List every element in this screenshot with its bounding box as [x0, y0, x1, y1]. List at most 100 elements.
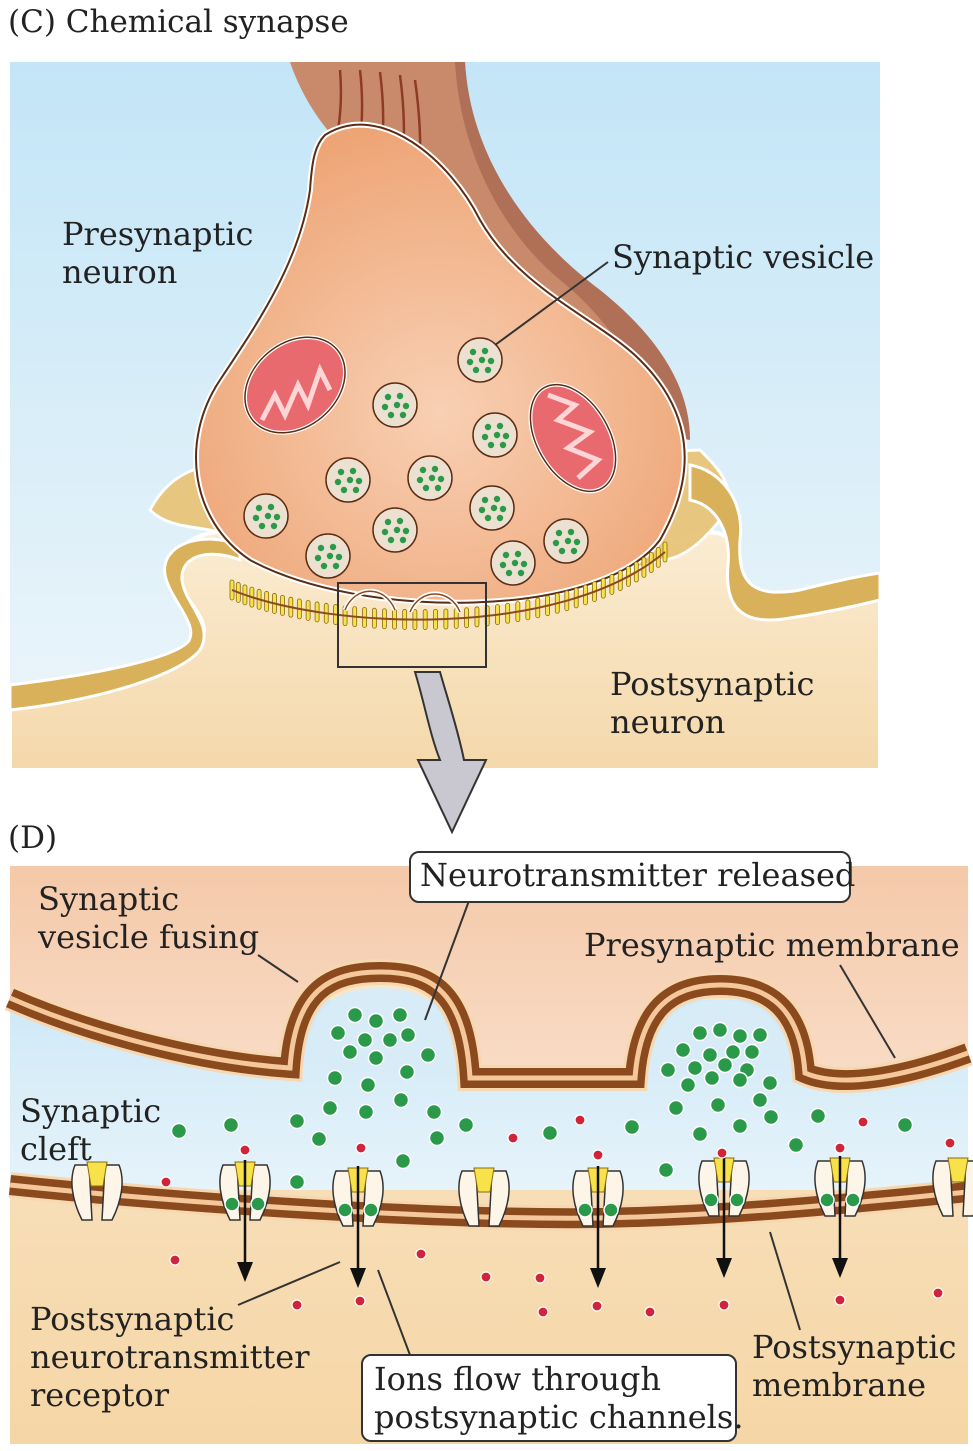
neurotransmitter-molecule: [896, 1116, 914, 1134]
neurotransmitter-molecule: [392, 1091, 410, 1109]
ion: [507, 1132, 519, 1144]
neurotransmitter-dot: [481, 433, 489, 441]
neurotransmitter-molecule: [667, 1099, 685, 1117]
panel-d: Synaptic vesicle fusing Neurotransmitter…: [4, 851, 973, 1444]
neurotransmitter-molecule: [541, 1124, 559, 1142]
neurotransmitter-and-ions: [160, 1006, 956, 1318]
neurotransmitter-molecule: [674, 1041, 692, 1059]
vesicle-fusing-label-line-1: Synaptic: [38, 880, 179, 918]
neurotransmitter-dot: [337, 468, 345, 476]
neurotransmitter-dot: [514, 550, 522, 558]
neurotransmitter-dot: [273, 513, 281, 521]
neurotransmitter-dot: [402, 402, 410, 410]
neurotransmitter-dot: [335, 553, 343, 561]
neurotransmitter-dot: [332, 562, 340, 570]
neurotransmitter-molecule: [329, 1024, 347, 1042]
ion: [944, 1137, 956, 1149]
neurotransmitter-dot: [520, 560, 528, 568]
neurotransmitter-dot: [511, 559, 519, 567]
mitochondrion-right: [528, 382, 618, 494]
neurotransmitter-dot: [478, 356, 486, 364]
bound-neurotransmitter: [337, 1202, 353, 1218]
neurotransmitter-molecule: [398, 1063, 416, 1081]
bound-neurotransmitter: [703, 1192, 719, 1208]
neurotransmitter-dot: [567, 528, 575, 536]
neurotransmitter-dot: [349, 467, 357, 475]
vesicle: [472, 412, 518, 458]
neurotransmitter-dot: [573, 538, 581, 546]
ion: [834, 1142, 846, 1154]
neurotransmitter-dot: [399, 411, 407, 419]
neurotransmitter-dot: [317, 544, 325, 552]
neurotransmitter-molecule: [419, 1046, 437, 1064]
neurotransmitter-molecule: [711, 1021, 729, 1039]
neurotransmitter-molecule: [457, 1116, 475, 1134]
receptor-label-line-3: receptor: [30, 1376, 170, 1414]
neurotransmitter-dot: [552, 539, 560, 547]
neurotransmitter-dot: [352, 486, 360, 494]
arrowhead-icon: [590, 1268, 606, 1288]
neurotransmitter-dot: [484, 366, 492, 374]
receptor-channel: [698, 1156, 750, 1278]
neurotransmitter-molecule: [659, 1061, 677, 1079]
neurotransmitter-released-label: Neurotransmitter released: [420, 856, 855, 894]
arrowhead-icon: [350, 1268, 366, 1288]
neurotransmitter-molecule: [716, 1056, 734, 1074]
neurotransmitter-dot: [387, 411, 395, 419]
released-callout-box: [409, 851, 851, 903]
receptor-channel: [219, 1160, 271, 1282]
neurotransmitter-dot: [502, 551, 510, 559]
ion: [480, 1271, 492, 1283]
panel-c-title: (C) Chemical synapse: [8, 4, 349, 40]
neurotransmitter-molecule: [701, 1046, 719, 1064]
neurotransmitter-molecule: [288, 1173, 306, 1191]
neurotransmitter-dot: [484, 423, 492, 431]
neurotransmitter-molecule: [356, 1031, 374, 1049]
vesicle: [243, 493, 289, 539]
neurotransmitter-molecule: [691, 1125, 709, 1143]
vesicle: [407, 455, 453, 501]
neurotransmitter-dot: [396, 392, 404, 400]
neurotransmitter-dot: [493, 431, 501, 439]
ion-flow-label-line-1: Ions flow through: [374, 1360, 661, 1398]
vesicle: [372, 382, 418, 428]
neurotransmitter-molecule: [623, 1118, 641, 1136]
neurotransmitter-dot: [490, 504, 498, 512]
receptor-channels: [71, 1156, 973, 1288]
presynaptic-region: [10, 866, 968, 1078]
neurotransmitter-molecule: [222, 1116, 240, 1134]
ion: [834, 1294, 846, 1306]
bound-neurotransmitter: [250, 1196, 266, 1212]
ion: [857, 1116, 869, 1128]
neurotransmitter-dot: [505, 569, 513, 577]
arrowhead-icon: [832, 1258, 848, 1278]
ion: [718, 1299, 730, 1311]
synaptic-vesicles: [243, 337, 589, 586]
ion: [574, 1114, 586, 1126]
panel-d-leader-lines: [237, 897, 896, 1356]
neurotransmitter-dot: [496, 514, 504, 522]
neurotransmitter-dot: [481, 347, 489, 355]
bound-neurotransmitter: [577, 1202, 593, 1218]
ion: [239, 1144, 251, 1156]
ion: [534, 1272, 546, 1284]
neurotransmitter-molecule: [724, 1043, 742, 1061]
neurotransmitter-dot: [393, 401, 401, 409]
neurotransmitter-dot: [422, 484, 430, 492]
neurotransmitter-dot: [472, 366, 480, 374]
ion: [644, 1306, 656, 1318]
neurotransmitter-dot: [496, 422, 504, 430]
vesicle: [305, 533, 351, 579]
neurotransmitter-dot: [381, 403, 389, 411]
vesicle: [457, 337, 503, 383]
neurotransmitter-dot: [469, 348, 477, 356]
neurotransmitter-dot: [384, 518, 392, 526]
postsynaptic-membrane-label-line-1: Postsynaptic: [752, 1328, 956, 1366]
neurotransmitter-molecule: [425, 1103, 443, 1121]
neurotransmitter-dot: [396, 517, 404, 525]
neurotransmitter-molecule: [321, 1099, 339, 1117]
neurotransmitter-dot: [493, 495, 501, 503]
ion: [716, 1147, 728, 1159]
neurotransmitter-dot: [264, 512, 272, 520]
presynaptic-label-line-2: neuron: [62, 253, 177, 291]
